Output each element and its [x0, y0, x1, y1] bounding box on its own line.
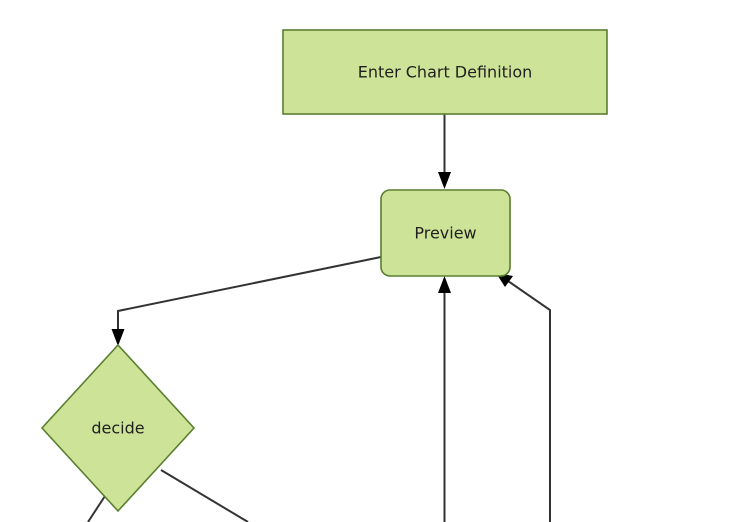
- edge-preview-to-decide: [111, 256, 382, 346]
- node-decide[interactable]: decide: [40, 343, 196, 513]
- node-label-preview: Preview: [414, 224, 476, 243]
- edge-line: [160, 469, 249, 522]
- node-shape-diamond: [40, 343, 196, 513]
- edge-return-center: [438, 276, 451, 522]
- edge-decide-left-out: [87, 495, 106, 522]
- edge-line: [117, 256, 382, 332]
- node-preview[interactable]: Preview: [380, 189, 511, 277]
- arrow-head-icon: [438, 276, 451, 293]
- arrow-head-icon: [438, 172, 451, 189]
- edge-return-right: [496, 273, 551, 522]
- node-shape-rounded-rectangle: [380, 189, 511, 277]
- edge-line: [87, 495, 106, 522]
- node-label-decide: decide: [91, 419, 144, 438]
- node-enter-chart-definition[interactable]: Enter Chart Definition: [282, 29, 608, 115]
- edge-enter-to-preview: [438, 114, 451, 189]
- edge-line: [507, 280, 551, 522]
- node-shape-rectangle: [282, 29, 608, 115]
- arrow-head-icon: [111, 329, 125, 346]
- node-label-enter-chart-definition: Enter Chart Definition: [358, 63, 533, 82]
- edge-decide-right-out: [160, 469, 249, 522]
